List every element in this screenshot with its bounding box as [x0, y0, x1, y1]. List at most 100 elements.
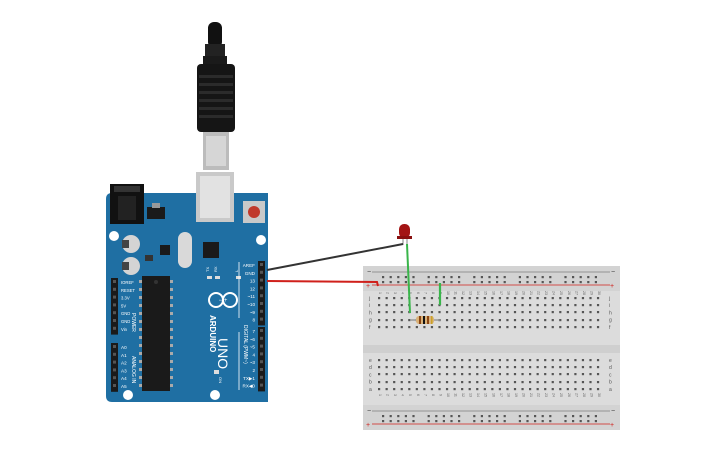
column-number: 8	[431, 394, 435, 396]
column-number: 1	[378, 394, 382, 396]
digital-pin-label: 4	[252, 352, 255, 357]
header-pin[interactable]	[260, 336, 263, 340]
header-pin[interactable]	[113, 287, 116, 291]
rail-plus-tl: +	[366, 283, 370, 290]
digital-pin-label: RX◀0	[243, 384, 256, 389]
header-pin[interactable]	[113, 280, 116, 283]
header-pin[interactable]	[113, 319, 116, 322]
led-anode-wire[interactable]	[406, 243, 411, 314]
column-number: 2	[386, 292, 390, 294]
column-number: 24	[552, 291, 556, 295]
row-letter: i	[369, 303, 370, 309]
digital-pin-label: TX▶1	[243, 376, 255, 381]
column-number: 2	[386, 394, 390, 396]
analog-label: ANALOG IN	[130, 356, 136, 384]
header-pin[interactable]	[113, 311, 116, 315]
column-number: 25	[559, 393, 563, 397]
header-pin[interactable]	[113, 376, 116, 380]
digital-pin-label: ~11	[248, 294, 256, 299]
row-letter: f	[609, 325, 611, 331]
column-number: 29	[589, 291, 593, 295]
arduino-board[interactable]: TX RX L − + ARDUINO UNO ON IOREFRESET3.3…	[106, 172, 268, 402]
power-pin-label: RESET	[121, 288, 135, 293]
column-number: 26	[567, 393, 571, 397]
header-pin[interactable]	[260, 344, 263, 348]
analog-pin-label: A1	[121, 353, 127, 358]
row-letter: j	[608, 296, 610, 302]
row-letter: c	[609, 372, 612, 378]
led[interactable]	[397, 224, 412, 245]
column-number: 15	[484, 291, 488, 295]
header-pin[interactable]	[260, 383, 263, 387]
breadboard[interactable]: jjiihhggffeeddccbbaa11223344556677889910…	[363, 266, 620, 430]
column-number: 16	[491, 291, 495, 295]
column-number: 11	[454, 393, 458, 397]
digital-pin-label: GND	[245, 271, 256, 276]
header-pin[interactable]	[113, 303, 116, 307]
header-pin[interactable]	[260, 352, 263, 356]
smd-chip	[160, 245, 170, 255]
column-number: 11	[454, 291, 458, 295]
column-number: 14	[476, 291, 480, 295]
header-pin[interactable]	[260, 286, 263, 290]
svg-text:− +: − +	[219, 298, 228, 304]
header-pin[interactable]	[260, 309, 263, 313]
rail-minus-tl: −	[367, 269, 371, 276]
arduino-logo: − +	[208, 292, 238, 308]
header-pin[interactable]	[113, 326, 116, 330]
row-letter: a	[609, 387, 612, 393]
header-pin[interactable]	[113, 295, 116, 299]
header-pin[interactable]	[113, 384, 116, 387]
digital-header-top[interactable]	[258, 261, 265, 326]
header-pin[interactable]	[260, 360, 263, 364]
header-pin[interactable]	[260, 263, 263, 266]
usb-cable[interactable]	[197, 22, 235, 170]
header-pin[interactable]	[113, 360, 116, 364]
analog-pin-label: A5	[121, 384, 127, 389]
column-number: 21	[529, 393, 533, 397]
header-pin[interactable]	[260, 329, 263, 332]
digital-pin-label: ~6	[250, 337, 256, 342]
row-letter: d	[369, 365, 372, 371]
status-leds: TX RX L	[205, 266, 241, 279]
analog-header[interactable]	[111, 343, 118, 392]
header-pin[interactable]	[260, 270, 263, 274]
header-pin[interactable]	[113, 352, 116, 356]
header-pin[interactable]	[260, 375, 263, 379]
digital-header-bottom[interactable]	[258, 327, 265, 392]
row-letter: e	[369, 358, 372, 364]
analog-pin-label: A2	[121, 361, 127, 366]
column-number: 9	[438, 394, 442, 396]
reset-button[interactable]	[243, 201, 265, 223]
header-pin[interactable]	[260, 317, 263, 321]
digital-pin-label: 7	[252, 329, 255, 334]
header-pin[interactable]	[260, 368, 263, 371]
rail-plus-tr: +	[610, 283, 614, 290]
power-pin-label: IOREF	[121, 280, 134, 285]
digital-label: DIGITAL (PWM~)	[242, 325, 248, 364]
header-pin[interactable]	[260, 302, 263, 305]
rail-minus-tr: −	[611, 269, 615, 276]
power-pin-label: GND	[121, 319, 130, 324]
header-pin[interactable]	[260, 294, 263, 298]
column-number: 22	[537, 291, 541, 295]
analog-pin-label: A4	[121, 376, 127, 381]
pin13-wire[interactable]	[266, 280, 379, 287]
center-channel	[363, 345, 620, 353]
header-pin[interactable]	[113, 345, 116, 348]
header-pin[interactable]	[113, 368, 116, 372]
column-number: 13	[469, 291, 473, 295]
rail-minus-br: −	[611, 408, 615, 415]
power-header[interactable]	[111, 278, 118, 335]
column-number: 25	[559, 291, 563, 295]
breadboard-holes[interactable]	[378, 276, 600, 423]
resistor[interactable]	[410, 316, 440, 324]
column-number: 1	[378, 292, 382, 294]
voltage-regulator	[147, 207, 165, 219]
row-letter: e	[609, 358, 612, 364]
header-pin[interactable]	[260, 278, 263, 282]
gnd-wire[interactable]	[266, 243, 404, 271]
column-number: 15	[484, 393, 488, 397]
